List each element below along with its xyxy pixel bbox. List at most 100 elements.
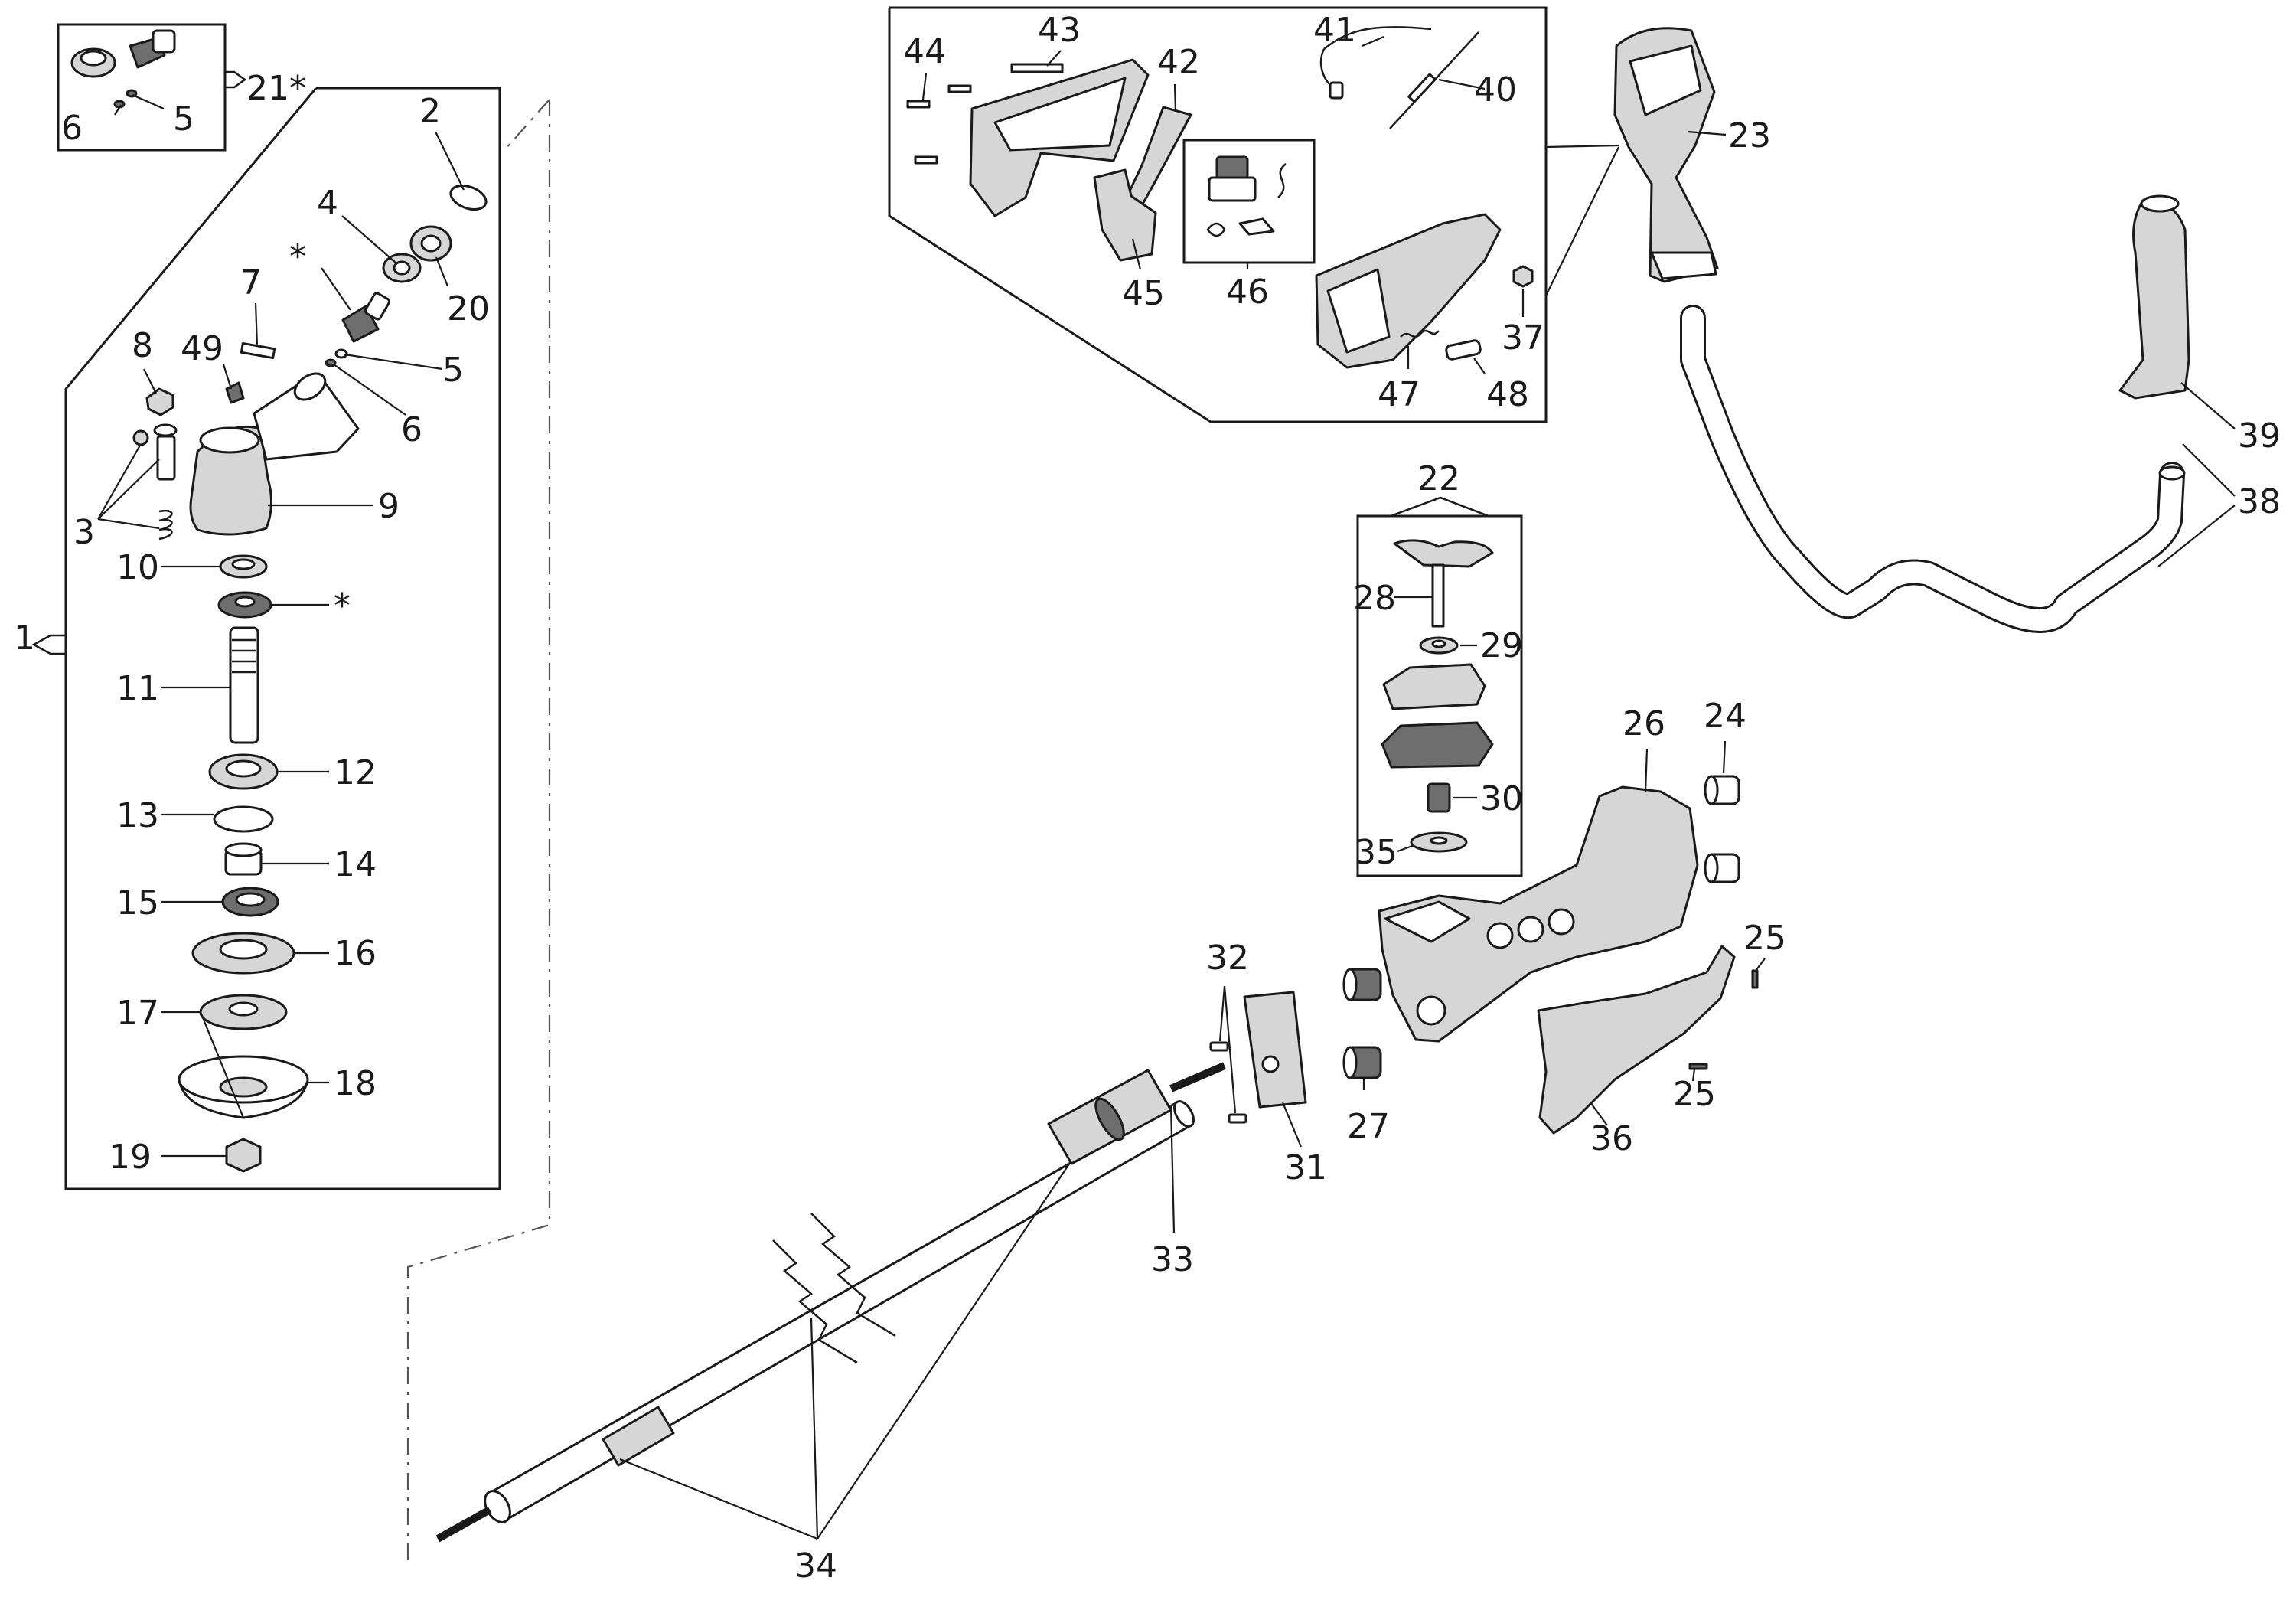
switch-46-body — [1208, 176, 1257, 202]
wire-41 — [1323, 26, 1432, 50]
label-34: 34 — [794, 1546, 837, 1585]
pinion-shaft — [364, 292, 391, 321]
label-28: 28 — [1353, 579, 1396, 618]
label-25-upper: 25 — [1743, 919, 1786, 958]
mount-hole-d — [1416, 995, 1446, 1026]
label-25-lower: 25 — [1673, 1075, 1716, 1114]
rear-handle-housing-face — [1326, 268, 1391, 354]
label-42: 42 — [1157, 43, 1200, 82]
seal-15-bore — [235, 892, 266, 907]
cup-18-hub — [219, 1076, 268, 1098]
throttle-handle-parts — [906, 26, 1534, 369]
label-38: 38 — [2238, 482, 2281, 521]
spring-3 — [158, 509, 173, 540]
plate-31 — [1243, 991, 1307, 1109]
damper-27b-end — [1342, 1046, 1358, 1079]
label-23: 23 — [1728, 116, 1771, 155]
bearing-10-bore — [231, 558, 256, 570]
label-26: 26 — [1623, 704, 1665, 743]
label-47: 47 — [1378, 375, 1420, 414]
label-2: 2 — [419, 92, 441, 131]
label-star-bevel: * — [334, 586, 351, 625]
switch-46-contact-b — [1238, 217, 1275, 236]
mount-hole-c — [1548, 908, 1575, 936]
clamp-kit-22-frame — [1356, 514, 1523, 877]
plate-31-hole — [1261, 1055, 1280, 1073]
spring-30 — [1427, 782, 1451, 813]
kit-21-bracket — [225, 70, 247, 89]
drive-shaft-33-end — [1169, 1062, 1226, 1092]
screw-44b — [947, 84, 972, 93]
bevel-gear-bore — [234, 596, 256, 608]
liner-bushing-34 — [602, 1406, 675, 1467]
kit-22-bracket — [1390, 496, 1489, 518]
switch-46-spring — [1277, 163, 1287, 198]
washer-16-hub — [219, 939, 268, 960]
kit-21-parts — [70, 29, 176, 109]
wire-41-plug — [1329, 81, 1344, 100]
lock-lever-45 — [1093, 168, 1157, 262]
handlebar-38 — [1680, 194, 2190, 633]
label-48: 48 — [1486, 375, 1529, 414]
label-44: 44 — [903, 32, 946, 71]
bearing-12-bore — [225, 759, 262, 778]
bearing-4-bore — [393, 260, 411, 276]
label-33: 33 — [1151, 1240, 1194, 1279]
label-20: 20 — [447, 289, 490, 328]
label-15: 15 — [116, 883, 159, 923]
throttle-cable-40-sleeve — [1407, 73, 1437, 103]
assembly-1-bracket — [31, 634, 66, 655]
gearbox-assembly-frame — [64, 87, 501, 1190]
coupling-33-band — [1094, 1097, 1125, 1141]
label-9: 9 — [378, 487, 400, 526]
drive-shaft-11 — [229, 626, 259, 744]
mount-hole-b — [1517, 916, 1544, 943]
screw-44c — [914, 155, 938, 165]
shaft-spline-end — [435, 1506, 492, 1543]
washer-6 — [325, 358, 337, 367]
shaft-parts — [435, 1062, 1226, 1543]
label-41: 41 — [1313, 11, 1356, 50]
screw-25a — [1751, 969, 1759, 989]
damper-27a-end — [1342, 968, 1358, 1001]
label-3: 3 — [73, 513, 95, 552]
screw-25b — [1688, 1063, 1708, 1070]
mount-hole-a — [1486, 922, 1514, 949]
clamp-lower — [1381, 721, 1494, 769]
shaft-connection-dashline — [406, 100, 551, 1566]
lock-pin-3 — [156, 435, 176, 481]
ball-3 — [132, 429, 149, 446]
clip-49 — [225, 381, 245, 404]
bushing-24a-end — [1704, 775, 1719, 805]
bolt-43 — [1010, 63, 1064, 73]
callout-labels: 21* 6 5 2 4 * 20 7 49 8 5 6 1 3 9 10 * 1… — [14, 11, 2281, 1585]
label-36: 36 — [1590, 1119, 1633, 1158]
gear-housing-collar — [293, 372, 327, 401]
label-27: 27 — [1347, 1107, 1390, 1146]
screw-44a — [906, 100, 931, 109]
gearbox-axis-dashline — [504, 99, 550, 150]
label-17: 17 — [116, 994, 159, 1033]
wing-knob-28-stem — [1431, 563, 1445, 628]
label-6-kit: 6 — [61, 109, 83, 148]
bearing-20-bore — [420, 234, 442, 253]
label-39: 39 — [2238, 416, 2281, 456]
pin-48 — [1445, 339, 1482, 361]
screw-32b — [1228, 1113, 1247, 1124]
label-16: 16 — [334, 934, 377, 973]
bushing-24b-end — [1704, 853, 1719, 883]
label-35: 35 — [1355, 833, 1397, 872]
label-29: 29 — [1480, 626, 1523, 665]
switch-46 — [1215, 155, 1249, 180]
label-46: 46 — [1226, 273, 1269, 312]
label-7: 7 — [240, 263, 262, 302]
engine-mount-26-face — [1384, 900, 1471, 943]
label-45: 45 — [1122, 274, 1165, 313]
screw-32a — [1209, 1041, 1229, 1052]
sleeve-14-top — [224, 842, 263, 857]
label-10: 10 — [116, 548, 159, 587]
kit-bevel-gear-hub — [80, 50, 107, 67]
label-30: 30 — [1480, 779, 1523, 818]
wing-knob-28 — [1393, 539, 1494, 568]
label-5-kit: 5 — [173, 100, 194, 139]
